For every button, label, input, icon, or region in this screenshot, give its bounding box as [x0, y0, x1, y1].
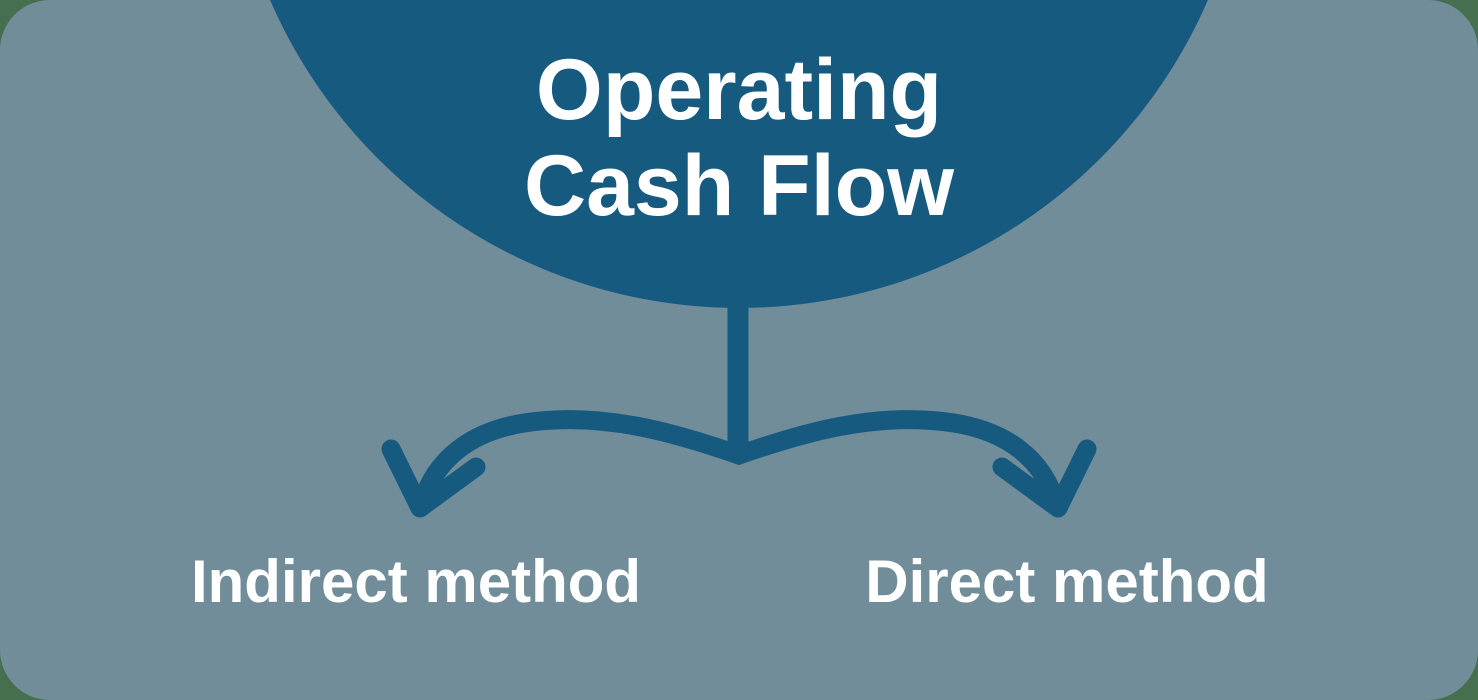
- root-node-title-line1: Operating: [535, 42, 943, 138]
- root-node-title-line2: Cash Flow: [523, 138, 955, 234]
- arrowhead-left-icon: [381, 439, 486, 518]
- branch-curves: [411, 410, 1067, 517]
- arrowhead-right-icon: [992, 439, 1097, 518]
- root-node-circle: [270, 0, 1208, 308]
- branch-label-indirect: Indirect method: [190, 548, 642, 615]
- root-node-title: Operating Cash Flow: [0, 42, 1478, 234]
- branch-label-direct: Direct method: [865, 548, 1269, 615]
